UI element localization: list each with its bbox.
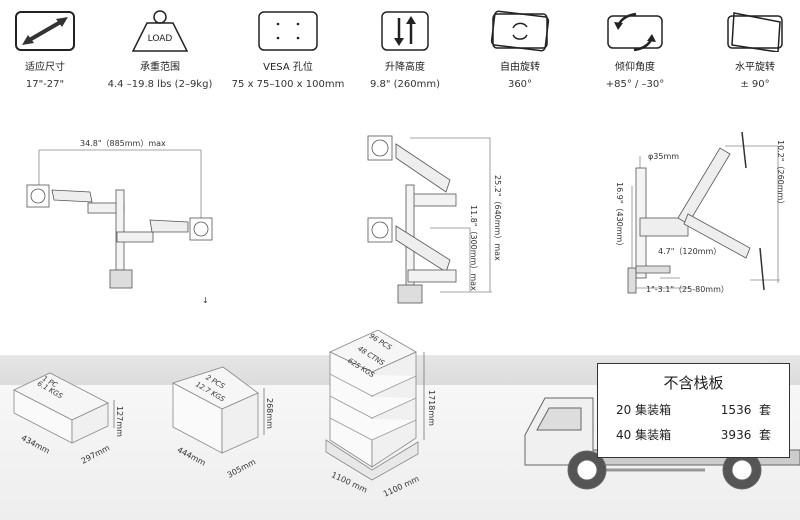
up-down-arrows-icon [381, 11, 429, 51]
spec-value: 75 x 75–100 x 100mm [231, 79, 345, 90]
lower-height-label: 11.8"（300mm）max [469, 205, 478, 291]
box1-height: 127mm [115, 406, 124, 437]
spec-vesa: VESA 孔位 75 x 75–100 x 100mm [228, 0, 348, 90]
spec-label: 升降高度 [385, 62, 425, 73]
tilt-icon [607, 12, 663, 52]
diagonal-arrow-icon [15, 11, 75, 51]
spec-value: +85° / –30° [605, 79, 665, 90]
spec-height: 升降高度 9.8" (260mm) [345, 0, 465, 90]
spec-swivel: 水平旋转 ± 90° [695, 0, 800, 90]
pole-diameter-label: φ35mm [648, 152, 680, 161]
total-height-label: 25.2"（640mm）max [493, 175, 502, 261]
box2-height: 268mm [265, 398, 274, 429]
vesa-holes-icon [258, 11, 318, 51]
dual-arm-width-diagram [26, 149, 213, 289]
container-type: 40 集装箱 [616, 428, 672, 442]
load-icon-text: LOAD [148, 34, 173, 44]
spec-value: 9.8" (260mm) [369, 79, 441, 90]
pallet-height: 1718mm [427, 390, 436, 426]
spec-load: LOAD 承重范围 4.4 –19.8 lbs (2–9kg) [100, 0, 220, 90]
spec-label: 水平旋转 [735, 62, 775, 73]
base-depth-label: 4.7"（120mm） [658, 247, 722, 256]
spec-label: VESA 孔位 [263, 62, 313, 73]
count-unit: 套 [758, 403, 771, 417]
container-type: 20 集装箱 [616, 403, 672, 417]
pole-height-label: 16.9"（430mm） [615, 182, 624, 251]
width-span-label: 34.8"（885mm）max [80, 139, 166, 148]
stacked-arm-height-diagram [367, 135, 492, 304]
spec-screen-size: 适应尺寸 17"-27" [0, 0, 105, 90]
shipping-row: 20 集装箱 1536 套 [598, 401, 789, 418]
spec-label: 自由旋转 [500, 62, 540, 73]
spec-value: 4.4 –19.8 lbs (2–9kg) [107, 79, 213, 90]
side-profile-diagram [627, 131, 780, 294]
clamp-range-label: 1"-3.1"（25-80mm） [646, 285, 729, 294]
spec-label: 承重范围 [140, 62, 180, 73]
swivel-icon [727, 12, 783, 52]
spec-value: 17"-27" [25, 79, 65, 90]
spec-label: 适应尺寸 [25, 62, 65, 73]
shipping-title: 不含栈板 [663, 374, 724, 392]
marker: ↓ [202, 296, 209, 305]
spec-label: 倾仰角度 [615, 62, 655, 73]
rotate-icon [490, 10, 550, 52]
load-weight-icon: LOAD [131, 10, 189, 52]
container-count: 1536 [720, 403, 752, 417]
count-unit: 套 [758, 428, 771, 442]
container-count: 3936 [720, 428, 752, 442]
spec-tilt: 倾仰角度 +85° / –30° [575, 0, 695, 90]
shipping-capacity-panel: 不含栈板 20 集装箱 1536 套 40 集装箱 3936 套 [597, 363, 790, 458]
spec-rotation: 自由旋转 360° [460, 0, 580, 90]
shipping-row: 40 集装箱 3936 套 [598, 426, 789, 443]
arm-vertical-label: 10.2"（260mm） [776, 140, 785, 209]
packaging-boxes [13, 330, 425, 481]
spec-value: ± 90° [740, 79, 770, 90]
spec-value: 360° [507, 79, 533, 90]
